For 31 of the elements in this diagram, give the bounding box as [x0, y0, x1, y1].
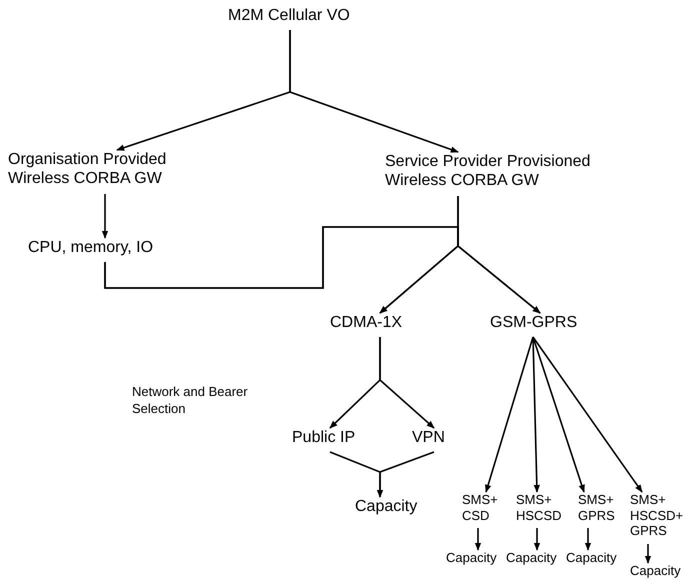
arrow: [104, 226, 541, 314]
arrow: [485, 336, 534, 493]
node-label: M2M Cellular VO: [228, 6, 351, 26]
node-label: Capacity: [566, 550, 618, 566]
annotation-text: Network and Bearer Selection: [132, 384, 249, 418]
arrow: [102, 194, 108, 239]
arrow: [289, 30, 459, 153]
arrow: [379, 337, 435, 429]
arrow: [534, 528, 540, 551]
node-label: Public IP: [292, 428, 356, 448]
node-label: Capacity: [355, 497, 418, 516]
arrow: [532, 336, 540, 493]
node-label: Capacity: [630, 563, 682, 579]
node-label: SMS+ HSCSD+ GPRS: [630, 492, 684, 539]
arrow: [644, 544, 652, 564]
node-label: SMS+ GPRS: [578, 492, 616, 524]
node-label: SMS+ HSCSD: [516, 492, 563, 524]
arrow: [584, 528, 592, 551]
node-label: CDMA-1X: [330, 313, 404, 332]
node-label: SMS+ CSD: [462, 492, 499, 524]
arrow: [376, 451, 434, 498]
node-label: Capacity: [446, 550, 498, 566]
arrow: [532, 336, 585, 493]
node-label: CPU, memory, IO: [28, 238, 154, 258]
arrow: [532, 336, 643, 493]
node-label: VPN: [412, 428, 446, 448]
node-label: Service Provider Provisioned Wireless CORBA GW: [385, 152, 592, 190]
arrow: [474, 528, 482, 551]
node-label: Capacity: [506, 550, 558, 566]
node-label: GSM-GPRS: [490, 313, 578, 332]
node-label: Organisation Provided Wireless CORBA GW: [8, 150, 168, 188]
